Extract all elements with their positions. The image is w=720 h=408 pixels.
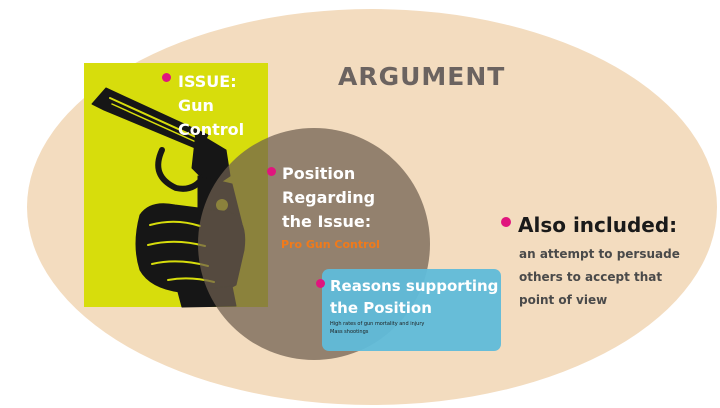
position-value: Pro Gun Control <box>281 238 380 251</box>
position-bullet-icon <box>267 167 276 176</box>
reasons-bullet-icon <box>316 279 325 288</box>
reasons-label: Reasons supporting the Position <box>330 275 502 319</box>
position-label: Position Regarding the Issue: <box>282 162 402 234</box>
also-included-text: an attempt to persuade others to accept … <box>519 243 719 312</box>
also-bullet-icon <box>501 217 511 227</box>
issue-bullet-icon <box>162 73 171 82</box>
also-included-title: Also included: <box>518 213 677 237</box>
reasons-details: High rates of gun mortality and injury M… <box>330 320 490 336</box>
issue-label: ISSUE: Gun Control <box>178 70 268 142</box>
diagram-title: ARGUMENT <box>338 62 505 91</box>
